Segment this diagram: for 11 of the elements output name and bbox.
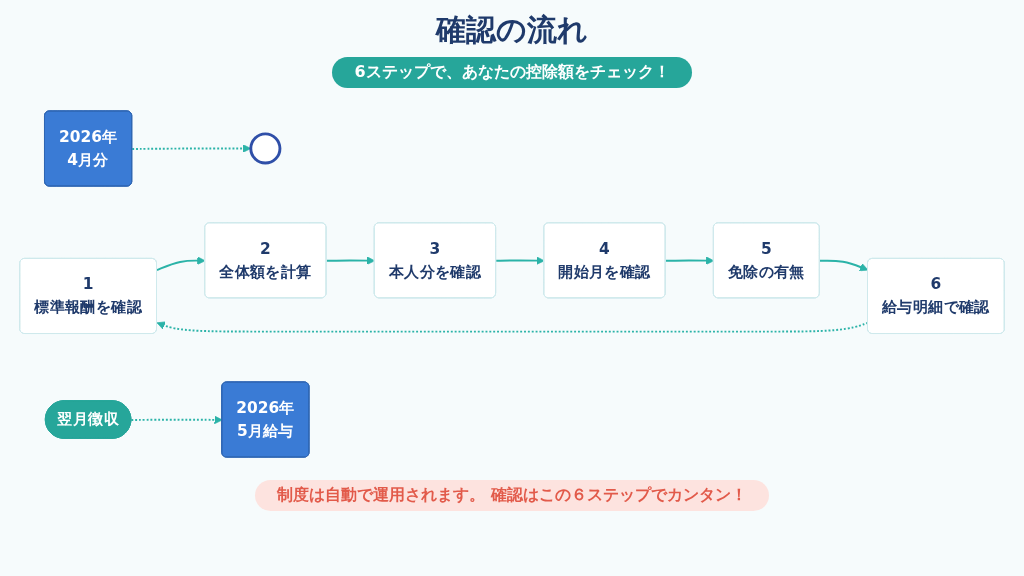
- arrow: [664, 256, 715, 265]
- subtitle-banner: 6ステップで、あなたの控除額をチェック！: [332, 57, 692, 88]
- title: 確認の流れ: [434, 11, 589, 49]
- arrow: [156, 256, 206, 272]
- arrow: [818, 259, 869, 272]
- arrow: [130, 415, 223, 425]
- arrow: [156, 321, 869, 333]
- note-banner: 制度は自動で運用されます。 確認はこの６ステップでカンタン！: [255, 480, 769, 511]
- node-circle: [249, 132, 282, 165]
- arrow: [495, 256, 545, 265]
- arrow: [325, 256, 376, 265]
